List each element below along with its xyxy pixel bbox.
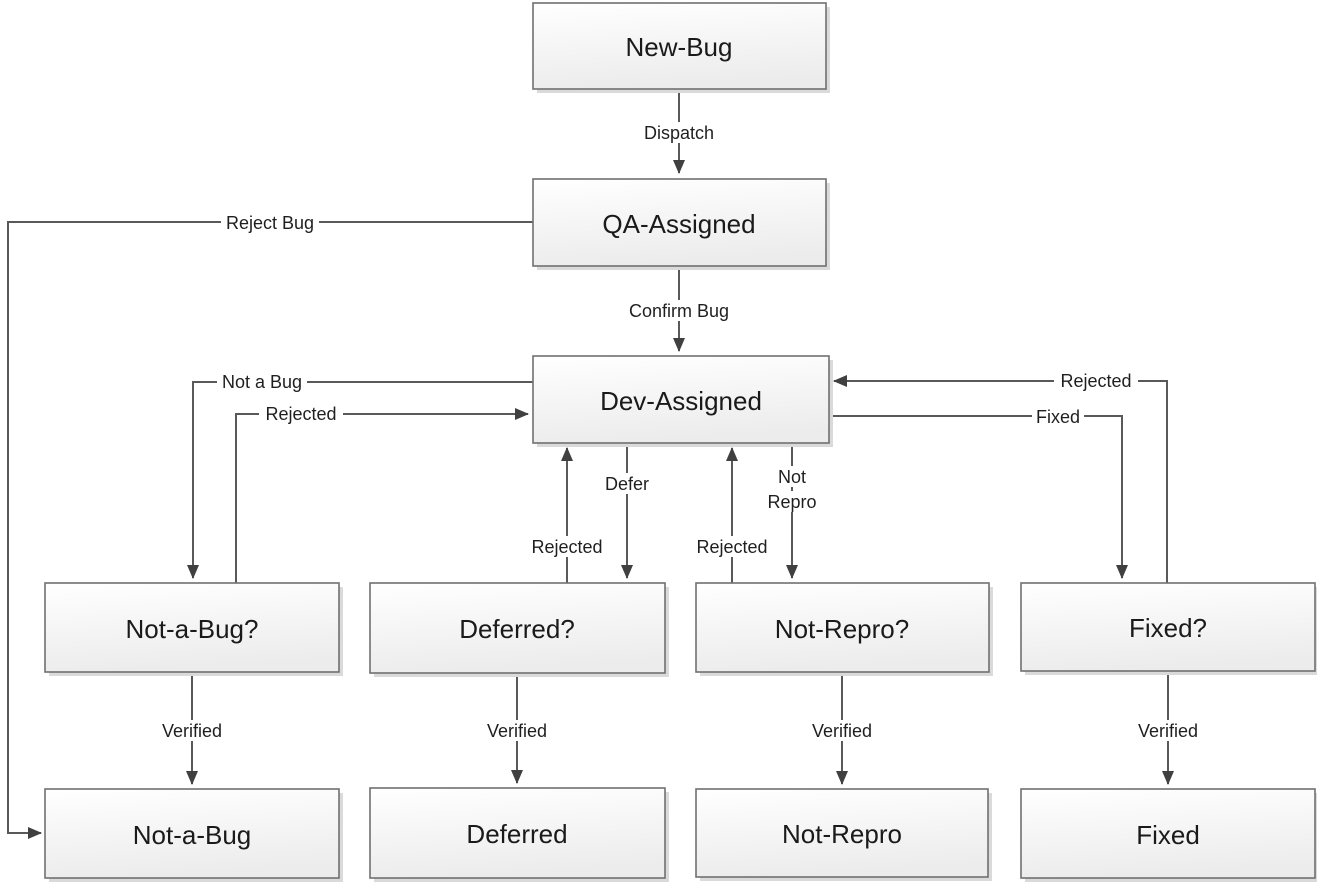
label-bg — [155, 720, 229, 741]
node-label: Not-a-Bug — [133, 820, 252, 850]
node-not-a-bug-question: Not-a-Bug? — [44, 582, 343, 676]
label-bg — [764, 491, 820, 512]
label-bg — [1054, 371, 1138, 392]
label-bg — [690, 536, 774, 557]
node-box — [532, 2, 827, 90]
node-box — [1020, 582, 1316, 672]
edge-not-a-bug-out — [187, 381, 533, 579]
node-dev-assigned: Dev-Assigned — [532, 355, 833, 447]
node-box — [532, 355, 830, 444]
node-label: Not-Repro? — [775, 614, 909, 644]
node-not-repro: Not-Repro — [695, 788, 992, 881]
label-bg — [1032, 406, 1084, 427]
edge-rejected-from-not-a-bug — [235, 408, 529, 583]
node-fixed-question: Fixed? — [1020, 582, 1317, 675]
edge-label-rejected-fx: Rejected — [1060, 371, 1131, 391]
node-label: Dev-Assigned — [600, 386, 762, 416]
edge-label-verified-fx: Verified — [1138, 721, 1198, 741]
edge-label-rejected-nab: Rejected — [265, 404, 336, 424]
edge-label-not-repro-line1: Not — [778, 467, 806, 487]
node-box — [44, 788, 340, 879]
node-label: QA-Assigned — [602, 209, 755, 239]
connector-labels: Dispatch Confirm Bug Reject Bug Not a Bu… — [155, 122, 1205, 741]
edge-label-defer: Defer — [605, 474, 649, 494]
node-box — [532, 178, 827, 267]
label-bg — [772, 466, 812, 487]
edge-label-not-repro-line2: Repro — [767, 492, 816, 512]
label-bg — [217, 372, 307, 393]
node-box — [695, 788, 989, 878]
label-bg — [600, 473, 654, 494]
node-box — [369, 787, 666, 879]
node-deferred-question: Deferred? — [369, 582, 669, 677]
edge-label-reject-bug: Reject Bug — [226, 213, 314, 233]
label-bg — [259, 404, 343, 425]
edge-reject-bug — [7, 221, 533, 839]
label-bg — [525, 536, 609, 557]
node-label: Deferred — [466, 819, 567, 849]
edge-label-rejected-nr: Rejected — [696, 537, 767, 557]
label-bg — [480, 720, 554, 741]
node-box — [1020, 788, 1316, 879]
node-label: Fixed — [1136, 820, 1200, 850]
node-qa-assigned: QA-Assigned — [532, 178, 830, 270]
nodes: New-Bug QA-Assigned Dev-Assigned Not-a-B… — [44, 2, 1317, 882]
node-fixed: Fixed — [1020, 788, 1317, 882]
label-bg — [221, 212, 319, 233]
node-label: Not-Repro — [782, 819, 902, 849]
node-not-a-bug: Not-a-Bug — [44, 788, 343, 882]
node-not-repro-question: Not-Repro? — [695, 582, 993, 676]
edge-label-verified-nab: Verified — [162, 721, 222, 741]
edge-rejected-from-fixed — [833, 375, 1168, 583]
edge-label-rejected-def: Rejected — [531, 537, 602, 557]
node-box — [44, 582, 340, 673]
node-label: New-Bug — [626, 32, 733, 62]
node-box — [369, 582, 666, 674]
node-box — [695, 582, 990, 673]
node-new-bug: New-Bug — [532, 2, 830, 93]
node-label: Not-a-Bug? — [126, 614, 259, 644]
edge-label-not-a-bug: Not a Bug — [222, 372, 302, 392]
node-label: Deferred? — [459, 614, 575, 644]
edge-label-fixed: Fixed — [1036, 407, 1080, 427]
label-bg — [1131, 720, 1205, 741]
label-bg — [805, 720, 879, 741]
node-deferred: Deferred — [369, 787, 669, 882]
node-label: Fixed? — [1129, 613, 1207, 643]
edge-label-dispatch: Dispatch — [644, 123, 714, 143]
edge-label-verified-nr: Verified — [812, 721, 872, 741]
label-bg — [641, 122, 719, 143]
edge-fixed-out — [829, 415, 1128, 579]
edge-label-verified-def: Verified — [487, 721, 547, 741]
edge-label-confirm-bug: Confirm Bug — [629, 301, 729, 321]
label-bg — [622, 300, 736, 321]
